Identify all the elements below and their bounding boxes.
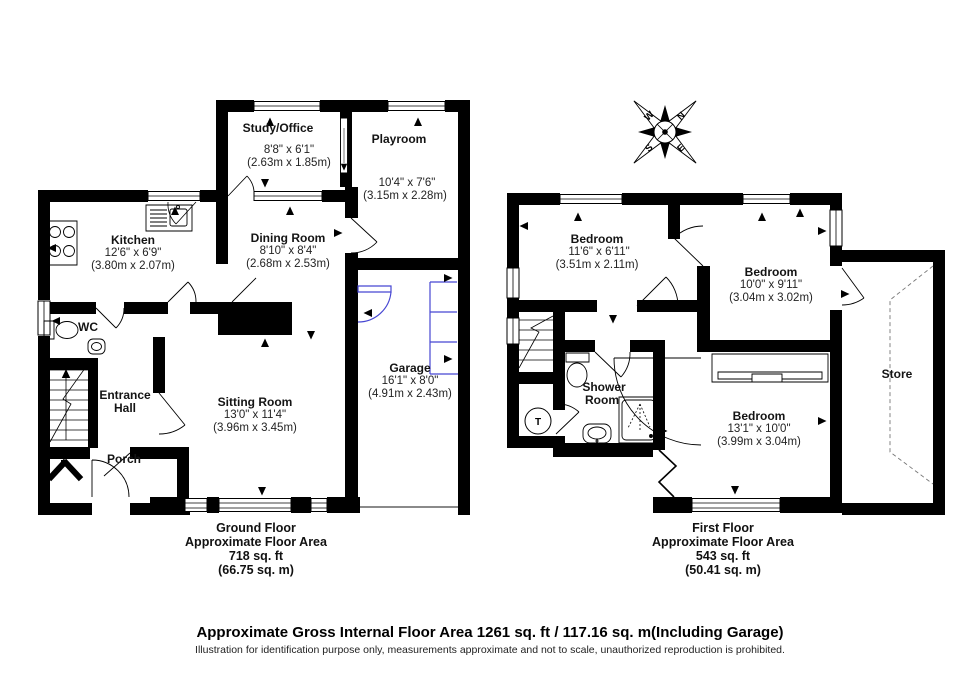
room-dim-dining-metric: (2.68m x 2.53m) bbox=[246, 258, 330, 270]
first-caption-title: First Floor bbox=[692, 521, 754, 535]
room-label-hall: Hall bbox=[113, 401, 137, 415]
ground-windows bbox=[38, 102, 445, 512]
room-dim-dining-imperial: 8'10" x 8'4" bbox=[259, 245, 317, 257]
room-dim-bedroom3-imperial: 13'1" x 10'0" bbox=[727, 423, 791, 435]
room-label-shower: Shower bbox=[582, 380, 626, 394]
room-dim-bedroom1-imperial: 11'6" x 6'11" bbox=[568, 246, 630, 258]
first-caption-sqft: 543 sq. ft bbox=[695, 549, 751, 563]
first-caption-area: Approximate Floor Area bbox=[652, 535, 794, 549]
room-dim-garage-imperial: 16'1" x 8'0" bbox=[381, 375, 439, 387]
first-stairs bbox=[519, 316, 553, 368]
room-dim-study-imperial: 8'8" x 6'1" bbox=[263, 144, 315, 156]
room-label-porch: Porch bbox=[106, 452, 142, 466]
room-dim-kitchen-imperial: 12'6" x 6'9" bbox=[104, 247, 162, 259]
room-dim-sitting-metric: (3.96m x 3.45m) bbox=[213, 422, 297, 434]
garage-blue-stairs bbox=[430, 282, 458, 374]
room-dim-kitchen-metric: (3.80m x 2.07m) bbox=[91, 260, 175, 272]
compass-rose: N W S E bbox=[630, 97, 699, 166]
room-label-bedroom1: Bedroom bbox=[570, 232, 624, 246]
ground-caption-sqm: (66.75 sq. m) bbox=[218, 563, 294, 577]
ground-doors bbox=[92, 176, 377, 497]
room-dim-garage-metric: (4.91m x 2.43m) bbox=[368, 388, 452, 400]
garage-blue-door bbox=[358, 286, 391, 322]
ground-caption-sqft: 718 sq. ft bbox=[228, 549, 284, 563]
room-label-store: Store bbox=[881, 367, 913, 381]
first-doors bbox=[556, 226, 864, 497]
tank-label: T bbox=[535, 417, 541, 428]
shower-cubicle-icon bbox=[619, 397, 658, 443]
room-label-playroom: Playroom bbox=[371, 132, 427, 146]
ground-floor-plan bbox=[38, 100, 470, 515]
wardrobe-icon bbox=[712, 354, 828, 382]
first-caption-sqm: (50.41 sq. m) bbox=[685, 563, 761, 577]
ground-caption-title: Ground Floor bbox=[216, 521, 296, 535]
tank-icon bbox=[525, 408, 551, 434]
room-dim-playroom-metric: (3.15m x 2.28m) bbox=[363, 190, 447, 202]
shower-toilet-icon bbox=[566, 353, 589, 387]
playroom-window-icon bbox=[341, 118, 348, 173]
room-label-study: Study/Office bbox=[242, 121, 314, 135]
first-walls bbox=[507, 193, 945, 515]
room-dim-bedroom3-metric: (3.99m x 3.04m) bbox=[717, 436, 801, 448]
room-dim-sitting-imperial: 13'0" x 11'4" bbox=[223, 409, 287, 421]
room-label-wc: WC bbox=[78, 320, 98, 334]
wc-toilet-icon bbox=[44, 321, 78, 339]
wc-basin-icon bbox=[88, 339, 105, 354]
room-label-bedroom3: Bedroom bbox=[732, 409, 786, 423]
store-dashed-outline bbox=[890, 266, 933, 484]
room-label-sitting: Sitting Room bbox=[217, 395, 293, 409]
porch-bay bbox=[51, 462, 79, 477]
footer-title: Approximate Gross Internal Floor Area 12… bbox=[196, 624, 784, 641]
first-windows bbox=[507, 195, 842, 512]
room-label-bedroom2: Bedroom bbox=[744, 265, 798, 279]
room-dim-bedroom2-imperial: 10'0" x 9'11" bbox=[739, 279, 803, 291]
first-floor-plan bbox=[507, 193, 945, 515]
sink-icon bbox=[146, 205, 192, 231]
room-label-shower-room: Room bbox=[585, 393, 619, 407]
room-label-entrance: Entrance bbox=[99, 388, 151, 402]
ground-caption-area: Approximate Floor Area bbox=[185, 535, 327, 549]
ground-walls bbox=[38, 100, 470, 515]
room-label-dining: Dining Room bbox=[250, 231, 326, 245]
room-dim-bedroom2-metric: (3.04m x 3.02m) bbox=[729, 292, 813, 304]
room-label-garage: Garage bbox=[389, 361, 431, 375]
room-label-kitchen: Kitchen bbox=[110, 233, 156, 247]
shower-basin-icon bbox=[583, 424, 611, 443]
footer-disclaimer: Illustration for identification purpose … bbox=[195, 644, 785, 656]
room-dim-bedroom1-metric: (3.51m x 2.11m) bbox=[555, 259, 639, 271]
hob-icon bbox=[46, 221, 77, 265]
ground-stairs bbox=[50, 364, 88, 442]
room-dim-playroom-imperial: 10'4" x 7'6" bbox=[378, 177, 436, 189]
room-dim-study-metric: (2.63m x 1.85m) bbox=[247, 157, 331, 169]
